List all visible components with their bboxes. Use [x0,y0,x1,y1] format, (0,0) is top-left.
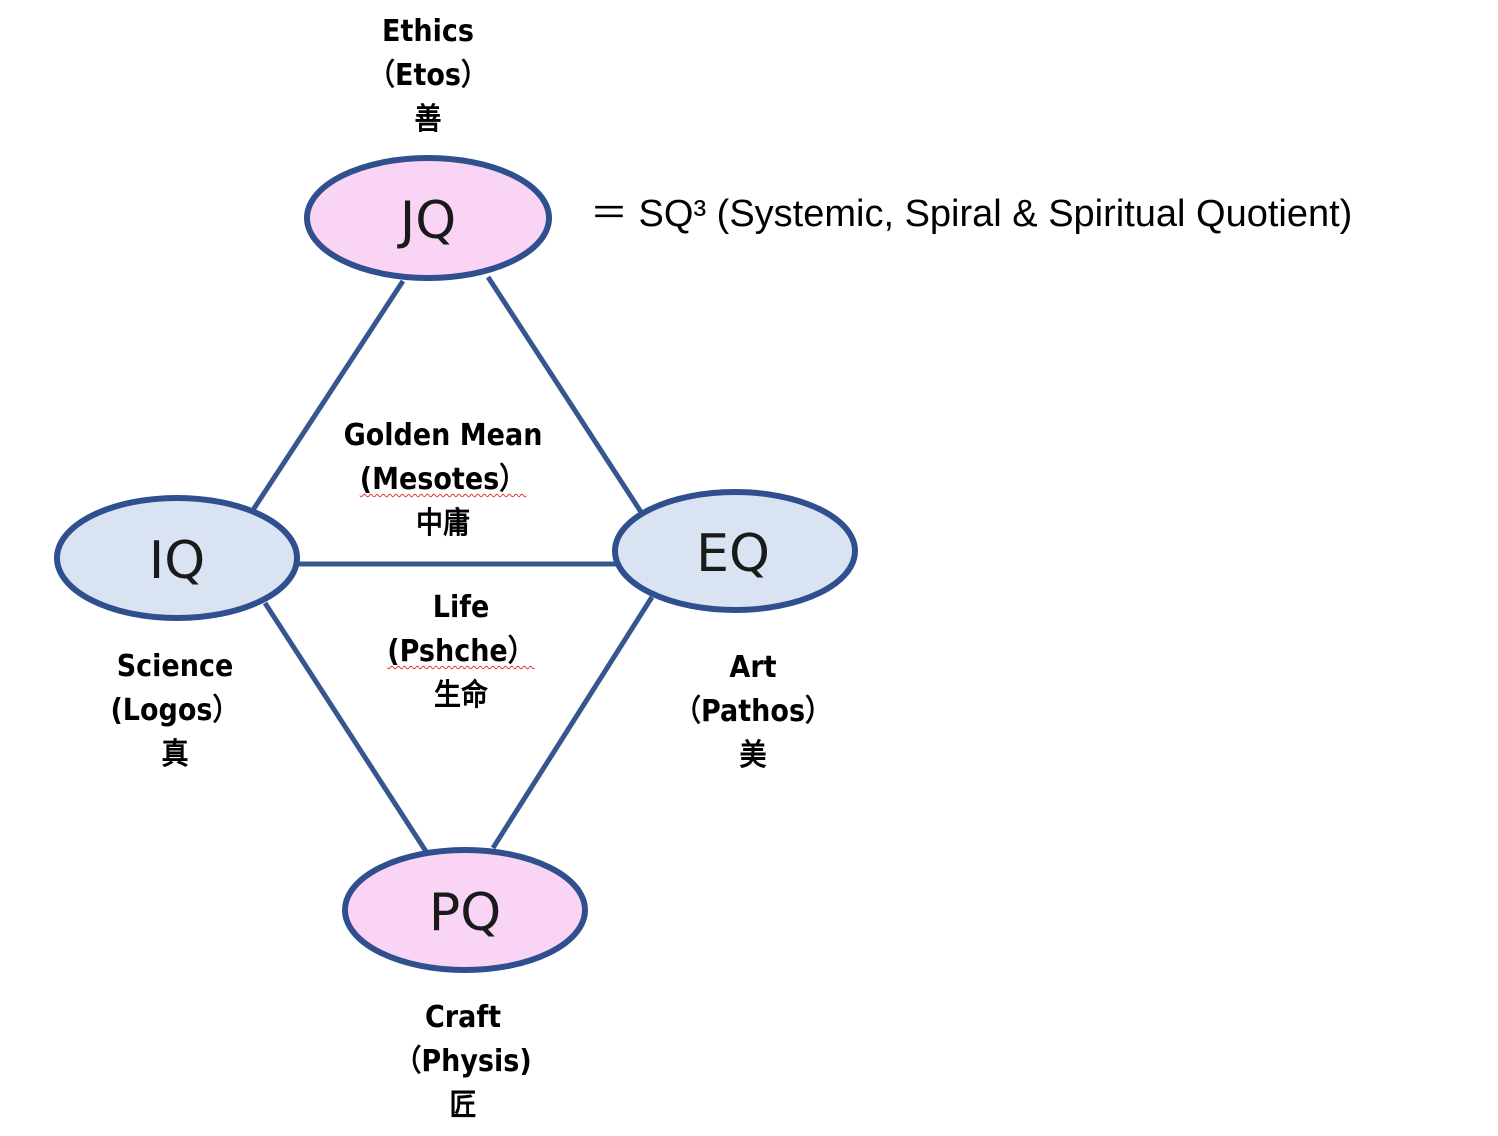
edges [250,275,655,855]
edge-jq-eq [485,275,644,514]
label-life-kanji: 生命 [434,678,488,713]
node-eq: EQ [612,489,858,613]
node-iq-ellipse [54,495,300,621]
label-art-greek: （Pathos） [673,694,833,729]
node-jq-label: JQ [397,191,456,251]
edge-jq-iq [250,279,406,512]
label-craft-kanji: 匠 [449,1088,477,1123]
node-eq-label: EQ [696,524,770,584]
label-life-greek: (Pshche） [362,630,560,674]
node-eq-ellipse [612,489,858,613]
label-life: Life (Pshche） 生命 [362,586,560,718]
node-jq-ellipse [304,155,552,281]
label-science-en: Science [116,649,234,684]
label-ethics-greek: （Etos） [368,58,488,93]
node-pq-label: PQ [429,883,501,943]
label-art-kanji: 美 [739,738,767,773]
label-art: Art （Pathos） 美 [654,646,852,778]
node-pq: PQ [342,847,588,973]
label-golden-mean-greek-text: (Mesotes） [359,462,527,497]
edge-eq-pq [490,595,655,850]
label-craft-en: Craft [424,1000,501,1035]
label-craft: Craft （Physis) 匠 [364,996,562,1128]
node-iq-label: IQ [149,531,205,591]
label-ethics-en: Ethics [382,14,474,49]
label-golden-mean: Golden Mean (Mesotes） 中庸 [326,414,560,546]
label-ethics: Ethics （Etos） 善 [338,10,518,142]
label-ethics-kanji: 善 [414,102,442,137]
edge-iq-pq [262,601,430,855]
label-science-kanji: 真 [161,737,189,772]
label-science-greek: (Logos） [110,693,240,728]
node-iq: IQ [54,495,300,621]
label-life-greek-text: (Pshche） [387,634,535,669]
label-art-en: Art [729,650,777,685]
label-golden-mean-en: Golden Mean [343,418,543,453]
label-golden-mean-greek: (Mesotes） [326,458,560,502]
label-golden-mean-kanji: 中庸 [416,506,470,541]
node-jq: JQ [304,155,552,281]
node-pq-ellipse [342,847,588,973]
sq3-formula: ＝ SQ³ (Systemic, Spiral & Spiritual Quot… [590,193,1353,235]
label-craft-greek: （Physis) [394,1044,532,1079]
label-life-en: Life [432,590,490,625]
label-science: Science (Logos） 真 [85,645,265,777]
